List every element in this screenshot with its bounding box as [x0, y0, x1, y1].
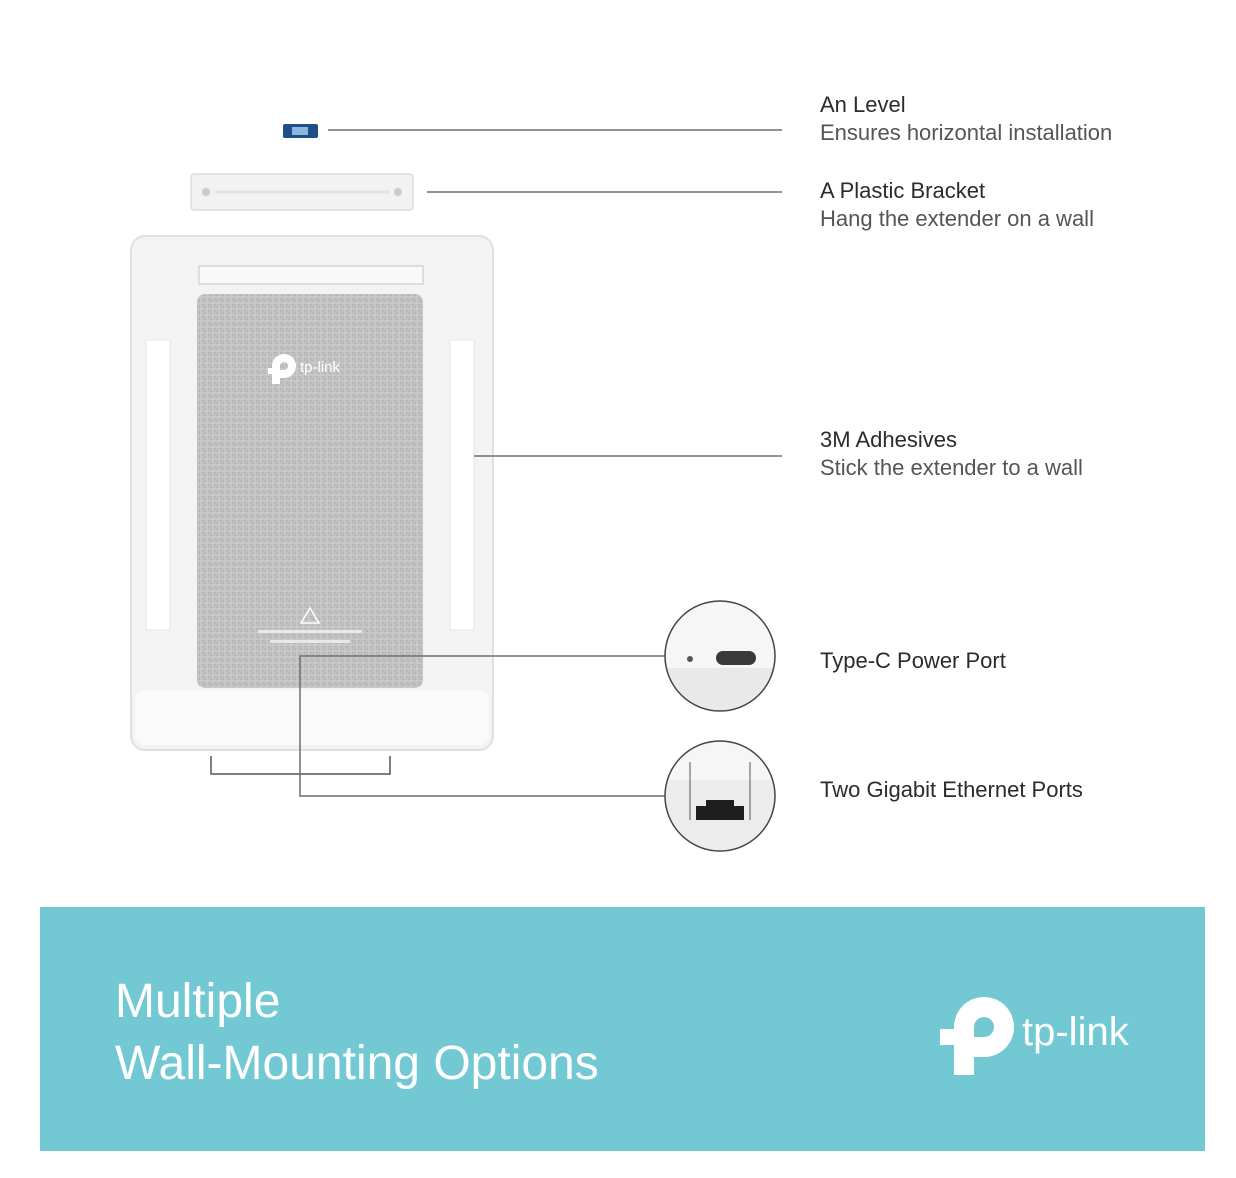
tp-link-logo-icon — [940, 997, 1014, 1075]
ethernet-zoom — [664, 740, 776, 852]
banner-headline: Multiple Wall-Mounting Options — [115, 971, 599, 1095]
adhesive-strip-right — [449, 339, 475, 631]
adhesive-strip-left — [145, 339, 171, 631]
callout-title: A Plastic Bracket — [820, 178, 986, 203]
callout-title: Two Gigabit Ethernet Ports — [820, 777, 1083, 802]
callout-bracket: A Plastic Bracket Hang the extender on a… — [820, 177, 1094, 233]
brand-logo: tp-link — [938, 993, 1148, 1083]
callout-desc: Hang the extender on a wall — [820, 206, 1094, 231]
callout-level: An Level Ensures horizontal installation — [820, 91, 1112, 147]
usb-c-zoom — [664, 600, 776, 712]
bracket-part — [190, 173, 414, 211]
port-leader-lines — [299, 655, 665, 797]
fabric-panel — [197, 294, 423, 688]
callout-ethernet: Two Gigabit Ethernet Ports — [820, 776, 1083, 804]
callout-adhesives: 3M Adhesives Stick the extender to a wal… — [820, 426, 1083, 482]
usb-c-port-icon — [716, 651, 756, 665]
ethernet-port-icon — [696, 800, 744, 820]
brand-logo-text: tp-link — [1022, 1010, 1129, 1054]
device-brand-text: tp-link — [300, 359, 341, 376]
feature-banner: Multiple Wall-Mounting Options tp-link — [40, 907, 1205, 1151]
callout-desc: Stick the extender to a wall — [820, 455, 1083, 480]
callout-title: Type-C Power Port — [820, 648, 1006, 673]
extender-device — [130, 235, 494, 775]
callout-title: 3M Adhesives — [820, 427, 957, 452]
warning-icon — [299, 606, 321, 624]
callout-usb-c: Type-C Power Port — [820, 647, 1006, 675]
callout-desc: Ensures horizontal installation — [820, 120, 1113, 145]
headline-line-2: Wall-Mounting Options — [115, 1037, 599, 1090]
headline-line-1: Multiple — [115, 975, 281, 1028]
product-diagram — [130, 124, 782, 852]
level-part — [283, 124, 318, 138]
tp-link-logo-icon — [268, 354, 296, 384]
callout-title: An Level — [820, 92, 906, 117]
